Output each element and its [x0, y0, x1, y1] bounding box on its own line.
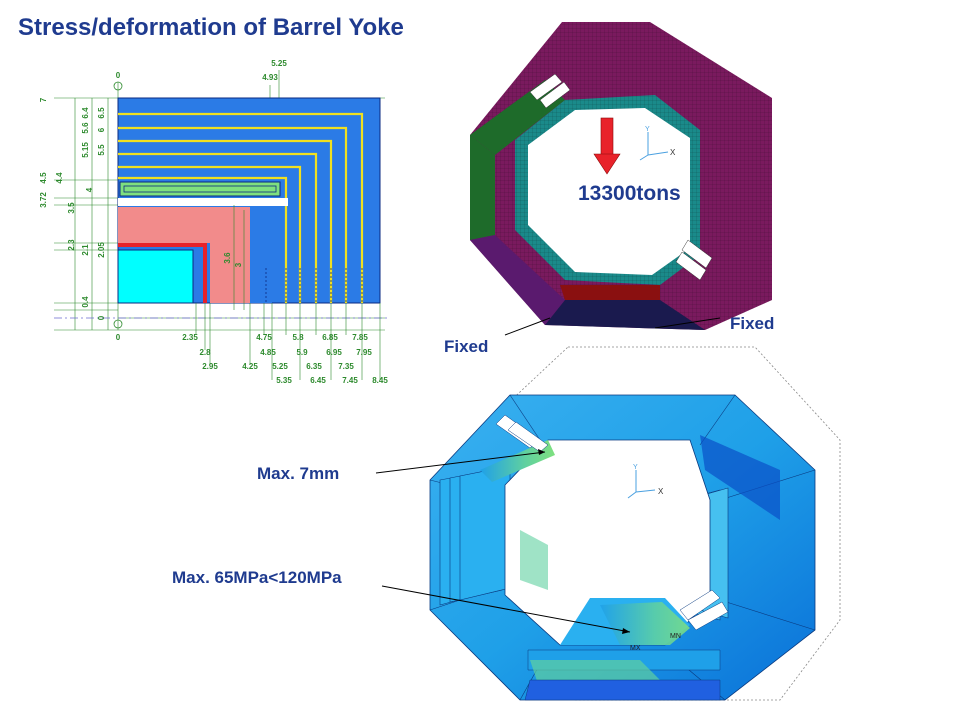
deformation-label: Max. 7mm [257, 464, 340, 483]
page-title: Stress/deformation of Barrel Yoke [18, 14, 404, 41]
axis-x-top: X [670, 148, 676, 157]
fixed-right-leader [654, 317, 721, 329]
load-arrow [593, 117, 621, 175]
axis-triad-top [639, 132, 669, 161]
stress-label: Max. 65MPa<120MPa [172, 568, 342, 587]
fixed-label-left: Fixed [444, 337, 489, 356]
mx-marker: MX [630, 645, 641, 652]
stress-leader [381, 585, 631, 633]
yoke-plates [117, 97, 381, 304]
axis-y-bottom: Y [633, 464, 638, 471]
load-label: 13300tons [578, 182, 681, 205]
axis-x-bottom: X [658, 487, 664, 496]
axis-triad-bottom [627, 470, 656, 499]
fixed-left-leader [504, 317, 551, 336]
fixed-label-right: Fixed [730, 314, 775, 333]
deformation-leader [375, 451, 546, 474]
mn-marker: MN [670, 633, 681, 640]
axis-y-top: Y [645, 126, 650, 133]
